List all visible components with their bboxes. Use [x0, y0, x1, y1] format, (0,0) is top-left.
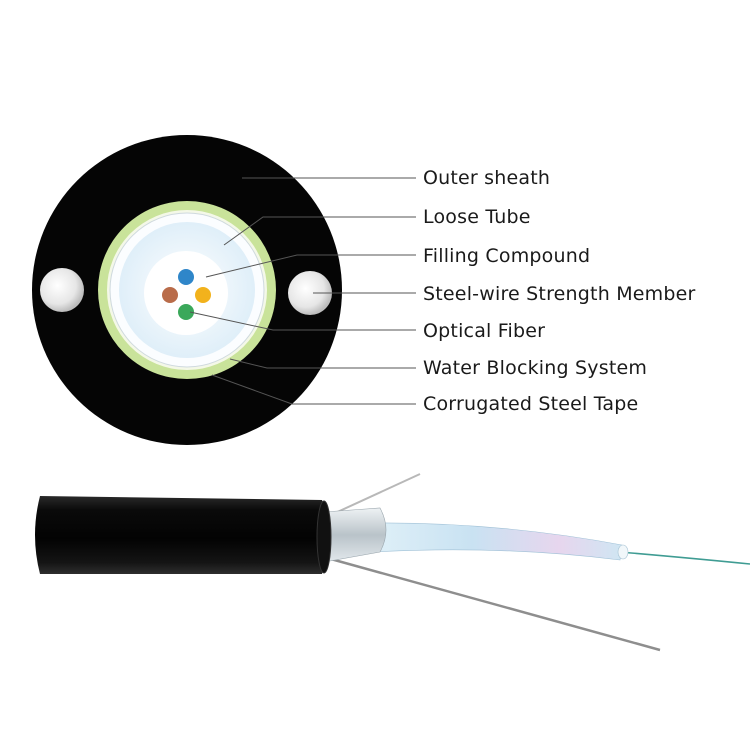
label-water-blocking-system: Water Blocking System: [423, 357, 647, 379]
loose-tube-exposed: [371, 522, 623, 561]
leader-filling-compound: [205, 254, 416, 278]
cross-section: [32, 135, 342, 445]
leader-lines: [189, 177, 416, 405]
leader-loose-tube: [223, 216, 416, 246]
labels: Outer sheath Loose Tube Filling Compound…: [423, 167, 696, 415]
bare-fiber: [619, 551, 750, 565]
leader-water-blocking: [229, 358, 416, 369]
fiber-orange: [195, 287, 211, 303]
right-strength-member: [288, 271, 332, 315]
leader-steel-tape: [211, 374, 416, 405]
loose-tube-end: [617, 544, 629, 560]
leader-optical-fiber: [189, 311, 416, 331]
label-optical-fiber: Optical Fiber: [423, 320, 545, 342]
steel-tape-exposed: [323, 507, 387, 563]
jacket-cut-edge: [316, 500, 332, 574]
label-loose-tube: Loose Tube: [423, 206, 531, 228]
left-strength-member: [40, 268, 84, 312]
label-outer-sheath: Outer sheath: [423, 167, 550, 189]
label-corrugated-steel-tape: Corrugated Steel Tape: [423, 393, 638, 415]
fiber-green: [178, 304, 194, 320]
label-steel-wire-strength-member: Steel-wire Strength Member: [423, 283, 696, 305]
cable-jacket: [35, 496, 328, 574]
cable-illustration: [35, 473, 750, 652]
fiber-brown: [162, 287, 178, 303]
fiber-blue: [178, 269, 194, 285]
lower-steel-wire: [319, 554, 661, 652]
label-filling-compound: Filling Compound: [423, 245, 590, 267]
filling-compound: [144, 251, 228, 335]
